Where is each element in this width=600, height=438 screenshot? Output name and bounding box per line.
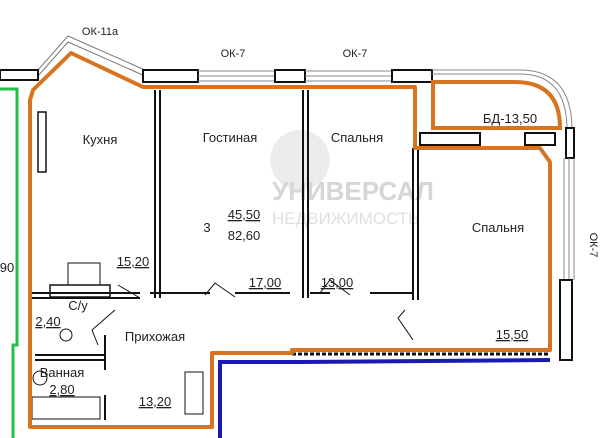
neighbor-left-boundary [0,87,19,438]
room-area-bath: 2,80 [49,382,74,397]
balcony-outline [431,80,563,130]
window-label-side: ОК-7 [587,233,599,258]
window-label-living: ОК-7 [221,48,246,60]
room-name-kitchen: Кухня [83,132,118,147]
balcony-door-label: БД-13,50 [483,111,537,126]
window-label-kitchen: ОК-11а [82,26,119,38]
total-area: 82,60 [228,228,261,243]
living-area: 45,50 [228,207,261,222]
room-area-wc: 2,40 [35,314,60,329]
watermark-logo-icon [270,130,330,190]
room-name-wc: С/у [68,298,88,313]
exterior-walls [0,35,575,361]
room-name-bedroom-1: Спальня [331,130,383,145]
neighbor-bottom-boundary [218,358,551,438]
window-label-bedroom: ОК-7 [343,48,368,60]
neighbor-area-fragment: 90 [0,260,14,275]
room-area-living: 17,00 [249,275,282,290]
watermark-line1: УНИВЕРСАЛ [272,176,434,206]
room-name-bedroom-2: Спальня [472,220,524,235]
room-name-living: Гостиная [203,130,258,145]
room-area-bedroom-2: 15,50 [496,327,529,342]
room-area-hall: 13,20 [139,394,172,409]
room-name-hall: Прихожая [125,329,185,344]
watermark-line2: НЕДВИЖИМОСТЬ [272,209,419,228]
apartment-outline [28,51,552,429]
room-name-bath: Ванная [40,365,85,380]
rooms-count: 3 [203,220,210,235]
interior-walls [30,90,419,420]
room-area-bedroom-1: 13,00 [321,275,354,290]
room-area-kitchen: 15,20 [117,254,150,269]
